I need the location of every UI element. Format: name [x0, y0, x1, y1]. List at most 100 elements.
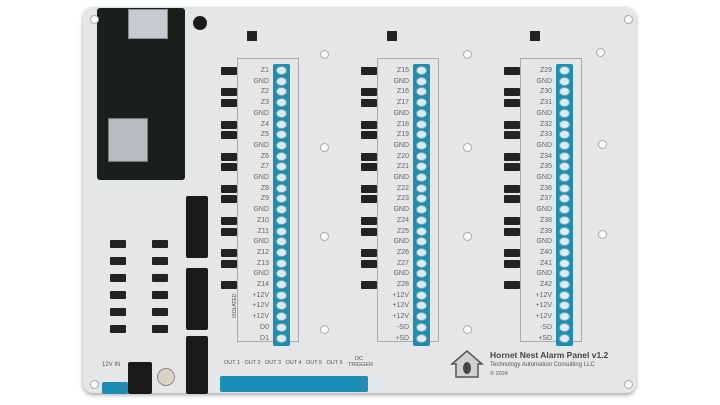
terminal-screw[interactable]: [276, 183, 287, 193]
terminal-screw[interactable]: [276, 280, 287, 289]
terminal-screw[interactable]: [276, 151, 287, 161]
terminal-label: -SD: [539, 323, 552, 331]
terminal-label: Z31: [539, 99, 552, 107]
terminal-screw[interactable]: [416, 76, 427, 86]
mounting-hole: [463, 50, 472, 59]
terminal-screw[interactable]: [416, 108, 427, 118]
optocoupler-chip: [504, 216, 520, 225]
terminal-screw[interactable]: [559, 301, 570, 311]
terminal-screw[interactable]: [559, 237, 570, 247]
terminal-screw[interactable]: [559, 258, 570, 268]
terminal-label: GND: [536, 206, 552, 214]
terminal-screw[interactable]: [416, 312, 427, 322]
terminal-screw[interactable]: [559, 312, 570, 322]
terminal-screw[interactable]: [416, 290, 427, 300]
terminal-screw[interactable]: [416, 66, 427, 75]
terminal-screw[interactable]: [276, 108, 287, 118]
terminal-screw[interactable]: [559, 333, 570, 343]
terminal-screw[interactable]: [559, 247, 570, 257]
optocoupler-chip: [361, 163, 377, 172]
terminal-screw[interactable]: [416, 237, 427, 247]
terminal-screw[interactable]: [276, 226, 287, 236]
terminal-screw[interactable]: [276, 258, 287, 268]
terminal-screw[interactable]: [276, 87, 287, 97]
terminal-screw[interactable]: [559, 205, 570, 215]
terminal-screw[interactable]: [276, 290, 287, 300]
terminal-screw[interactable]: [559, 162, 570, 172]
zone-column-outline: [377, 58, 439, 342]
terminal-screw[interactable]: [276, 333, 287, 343]
terminal-screw[interactable]: [416, 130, 427, 140]
terminal-screw[interactable]: [276, 269, 287, 279]
terminal-screw[interactable]: [416, 269, 427, 279]
terminal-screw[interactable]: [276, 205, 287, 215]
terminal-screw[interactable]: [416, 98, 427, 108]
terminal-screw[interactable]: [416, 333, 427, 343]
terminal-screw[interactable]: [559, 280, 570, 289]
terminal-screw[interactable]: [416, 194, 427, 204]
terminal-screw[interactable]: [276, 301, 287, 311]
optocoupler-chip: [221, 120, 237, 129]
terminal-screw[interactable]: [559, 108, 570, 118]
terminal-screw[interactable]: [416, 301, 427, 311]
terminal-screw[interactable]: [416, 322, 427, 332]
terminal-screw[interactable]: [416, 173, 427, 182]
terminal-screw[interactable]: [559, 140, 570, 150]
terminal-screw[interactable]: [559, 226, 570, 236]
terminal-screw[interactable]: [559, 130, 570, 140]
terminal-screw[interactable]: [416, 215, 427, 225]
terminal-screw[interactable]: [416, 183, 427, 193]
terminal-screw[interactable]: [276, 312, 287, 322]
terminal-screw[interactable]: [559, 76, 570, 86]
terminal-screw[interactable]: [416, 258, 427, 268]
terminal-label: Z34: [539, 152, 552, 160]
terminal-label: Z24: [396, 216, 409, 224]
terminal-screw[interactable]: [276, 119, 287, 129]
terminal-screw[interactable]: [559, 151, 570, 161]
terminal-screw[interactable]: [416, 280, 427, 289]
optocoupler-chip: [221, 152, 237, 161]
terminal-screw[interactable]: [559, 183, 570, 193]
terminal-screw[interactable]: [416, 247, 427, 257]
terminal-label: +12V: [252, 302, 269, 310]
terminal-label: Z4: [260, 120, 269, 128]
terminal-screw[interactable]: [416, 119, 427, 129]
output-terminal-block[interactable]: [220, 376, 368, 392]
optocoupler-chip: [221, 131, 237, 140]
terminal-screw[interactable]: [559, 173, 570, 182]
terminal-screw[interactable]: [559, 269, 570, 279]
terminal-label: Z37: [539, 195, 552, 203]
terminal-screw[interactable]: [559, 66, 570, 75]
power-input-terminal[interactable]: [102, 382, 128, 394]
terminal-screw[interactable]: [276, 140, 287, 150]
terminal-screw[interactable]: [559, 87, 570, 97]
terminal-screw[interactable]: [276, 76, 287, 86]
zone-terminal-block[interactable]: [413, 64, 430, 347]
terminal-screw[interactable]: [276, 98, 287, 108]
terminal-screw[interactable]: [276, 66, 287, 75]
terminal-screw[interactable]: [559, 215, 570, 225]
terminal-screw[interactable]: [416, 140, 427, 150]
terminal-screw[interactable]: [416, 205, 427, 215]
terminal-screw[interactable]: [276, 237, 287, 247]
terminal-screw[interactable]: [559, 98, 570, 108]
terminal-screw[interactable]: [276, 194, 287, 204]
terminal-screw[interactable]: [276, 162, 287, 172]
zone-terminal-block[interactable]: [273, 64, 290, 347]
terminal-screw[interactable]: [416, 162, 427, 172]
terminal-screw[interactable]: [276, 247, 287, 257]
terminal-screw[interactable]: [276, 173, 287, 182]
terminal-screw[interactable]: [559, 322, 570, 332]
terminal-screw[interactable]: [416, 151, 427, 161]
dc-barrel-jack: [128, 362, 152, 394]
terminal-screw[interactable]: [276, 215, 287, 225]
terminal-screw[interactable]: [416, 87, 427, 97]
terminal-screw[interactable]: [276, 130, 287, 140]
terminal-screw[interactable]: [559, 194, 570, 204]
terminal-screw[interactable]: [416, 226, 427, 236]
terminal-screw[interactable]: [559, 119, 570, 129]
terminal-screw[interactable]: [559, 290, 570, 300]
mounting-hole: [463, 143, 472, 152]
terminal-screw[interactable]: [276, 322, 287, 332]
zone-terminal-block[interactable]: [556, 64, 573, 347]
